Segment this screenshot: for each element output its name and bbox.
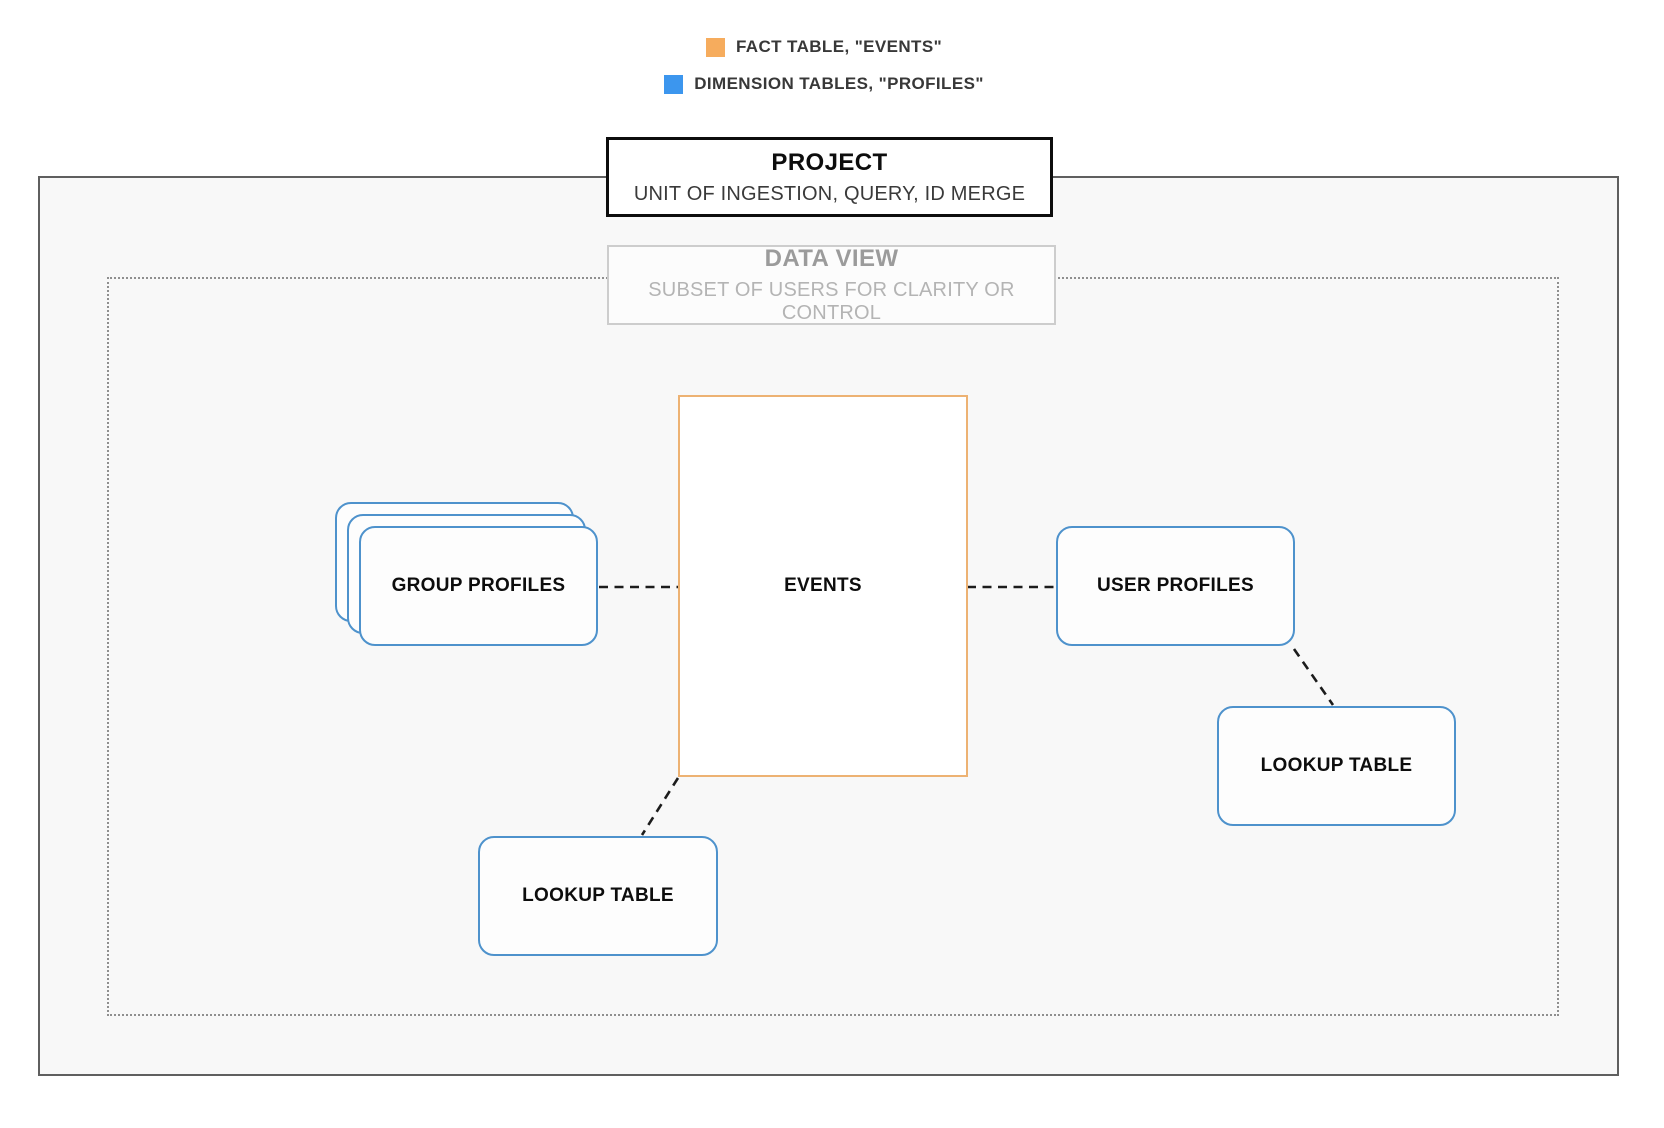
data-view-box: DATA VIEW SUBSET OF USERS FOR CLARITY OR… — [607, 245, 1056, 325]
lookup-table-bottom-node: LOOKUP TABLE — [478, 836, 718, 956]
events-node: EVENTS — [678, 395, 968, 777]
legend-label-fact-table: FACT TABLE, "EVENTS" — [735, 37, 943, 56]
fact-table-swatch-icon — [705, 37, 725, 57]
user-profiles-label: USER PROFILES — [1097, 575, 1254, 596]
dimension-tables-swatch-icon — [664, 74, 684, 94]
project-box: PROJECT UNIT OF INGESTION, QUERY, ID MER… — [606, 137, 1053, 217]
legend-item-dimension-tables: DIMENSION TABLES, "PROFILES" — [664, 74, 984, 94]
data-view-subtitle: SUBSET OF USERS FOR CLARITY OR CONTROL — [648, 279, 1015, 324]
legend-label-dimension-tables: DIMENSION TABLES, "PROFILES" — [694, 74, 984, 93]
group-profiles-label: GROUP PROFILES — [391, 575, 566, 596]
lookup-table-right-node: LOOKUP TABLE — [1217, 706, 1456, 826]
data-view-title: DATA VIEW — [764, 245, 899, 272]
project-title: PROJECT — [771, 148, 888, 176]
lookup-table-bottom-label: LOOKUP TABLE — [522, 885, 674, 906]
project-subtitle: UNIT OF INGESTION, QUERY, ID MERGE — [633, 182, 1026, 205]
group-profiles-node: GROUP PROFILES — [359, 526, 598, 646]
events-label: EVENTS — [784, 575, 862, 596]
lookup-table-right-label: LOOKUP TABLE — [1260, 755, 1413, 776]
user-profiles-node: USER PROFILES — [1056, 526, 1295, 646]
legend-item-fact-table: FACT TABLE, "EVENTS" — [705, 37, 943, 57]
legend: FACT TABLE, "EVENTS" DIMENSION TABLES, "… — [0, 37, 1648, 94]
